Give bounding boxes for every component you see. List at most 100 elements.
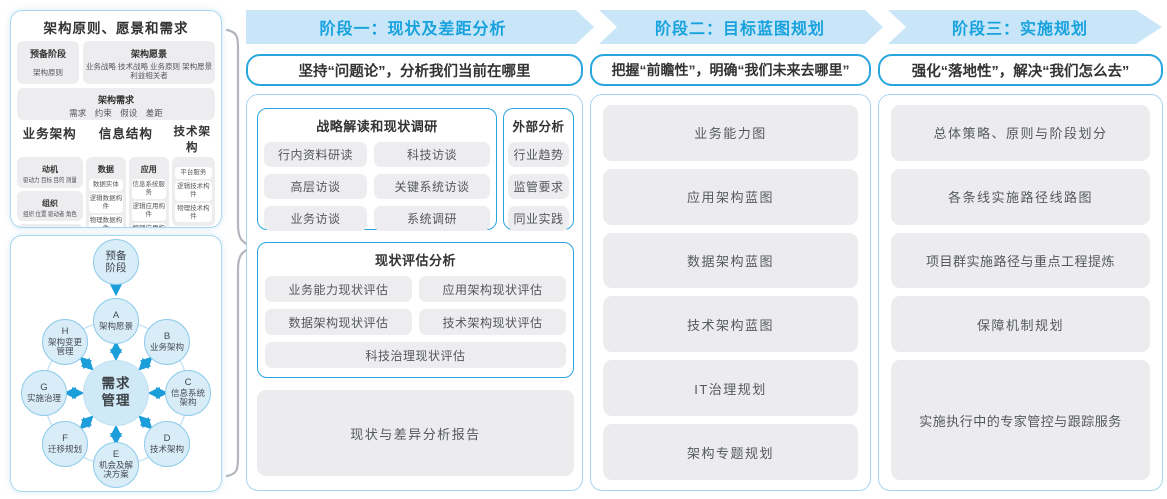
- prep-line1: 预备: [105, 249, 127, 262]
- node-a-architecture-vision: A 架构愿景: [93, 298, 139, 344]
- app-group-box: 应用 信息系统服务 逻辑应用构件 物理应用构件: [128, 157, 169, 227]
- principles-panel-title: 架构原则、愿景和需求: [43, 21, 189, 36]
- node-letter: A: [112, 309, 120, 321]
- vision-box: 架构愿景 业务战略 技术战略 业务原则 架构愿景 利益相关者: [83, 41, 215, 84]
- assessment-box: 现状评估分析 业务能力现状评估 应用架构现状评估 数据架构现状评估 技术架构现状…: [257, 242, 574, 378]
- node-g-implementation-governance: G 实施治理: [21, 370, 67, 416]
- node-name: 实施治理: [26, 392, 61, 403]
- phase2-list: 业务能力图 应用架构蓝图 数据架构蓝图 技术架构蓝图 IT治理规划 架构专题规划: [603, 105, 858, 480]
- business-column: 动机 驱动力 目标 目的 测量 组织 组织 位置 驱动者 角色 功能 服务 流程…: [17, 157, 83, 227]
- node-name: 机会及解决方案: [98, 459, 133, 480]
- motivation-title: 动机: [41, 165, 58, 175]
- architecture-columns: 动机 驱动力 目标 目的 测量 组织 组织 位置 驱动者 角色 功能 服务 流程…: [17, 157, 215, 227]
- data-item: 逻辑数据构件: [88, 193, 123, 213]
- external-item: 监管要求: [508, 174, 569, 199]
- node-letter: F: [62, 432, 68, 444]
- phase2-column: 业务能力图 应用架构蓝图 数据架构蓝图 技术架构蓝图 IT治理规划 架构专题规划: [590, 94, 871, 491]
- vision-items: 业务战略 技术战略 业务原则 架构愿景 利益相关者: [85, 62, 213, 81]
- phase3-column: 总体策略、原则与阶段划分 各条线实施路径线路图 项目群实施路径与重点工程提炼 保…: [878, 94, 1163, 491]
- information-column: 数据 数据实体 逻辑数据构件 物理数据构件 应用 信息系统服务 逻辑应用构件 物…: [85, 157, 169, 227]
- app-item: 物理应用构件: [131, 222, 166, 227]
- principles-panel: 架构原则、愿景和需求 预备阶段 架构原则 架构愿景 业务战略 技术战略 业务原则…: [10, 10, 222, 228]
- external-analysis-title: 外部分析: [512, 120, 565, 134]
- assessment-item: 业务能力现状评估: [265, 276, 412, 302]
- prep-stage-box: 预备阶段 架构原则: [17, 41, 79, 84]
- app-group-title: 应用: [140, 165, 157, 175]
- assessment-item: 应用架构现状评估: [419, 276, 566, 302]
- prep-stage-subtitle: 架构原则: [33, 68, 63, 77]
- node-letter: C: [184, 376, 192, 388]
- information-header: 信息结构: [98, 127, 153, 142]
- assessment-item: 数据架构现状评估: [265, 309, 412, 335]
- node-name: 业务架构: [149, 341, 184, 352]
- survey-grid: 行内资料研读 科技访谈 高层访谈 关键系统访谈 业务访谈 系统调研: [264, 142, 490, 231]
- phase2-banner: 阶段二：目标蓝图规划: [599, 10, 883, 44]
- requirements-box: 架构需求 需求 约束 假设 差距: [17, 87, 215, 121]
- node-letter: G: [40, 381, 48, 393]
- node-name: 架构愿景: [98, 320, 133, 331]
- node-name: 迁移规划: [47, 443, 82, 454]
- phase3-banner: 阶段三：实施规划: [888, 10, 1162, 44]
- node-f-migration-planning: F 迁移规划: [42, 421, 88, 467]
- business-arch-header: 业务架构: [22, 127, 77, 142]
- survey-item: 高层访谈: [264, 174, 367, 199]
- assessment-title: 现状评估分析: [374, 253, 456, 268]
- app-item: 信息系统服务: [131, 179, 166, 199]
- phase3-slogan: 强化“落地性”，解决“我们怎么去”: [878, 54, 1163, 86]
- node-letter: H: [61, 325, 69, 337]
- deliverable-item: 总体策略、原则与阶段划分: [891, 105, 1150, 161]
- gap-report-box: 现状与差异分析报告: [257, 390, 574, 476]
- deliverable-item: 数据架构蓝图: [603, 232, 858, 289]
- deliverable-item: 实施执行中的专家管控与跟踪服务: [891, 360, 1150, 480]
- node-d-technology-architecture: D 技术架构: [144, 421, 190, 467]
- node-letter: B: [163, 330, 171, 342]
- requirements-title: 架构需求: [97, 94, 134, 105]
- tech-item: 物理技术构件: [174, 202, 212, 223]
- architecture-headers: 业务架构 信息结构 技术架构: [17, 123, 215, 155]
- node-name: 信息系统架构: [170, 387, 205, 408]
- tech-item: 平台服务: [174, 167, 212, 180]
- deliverable-item: 业务能力图: [603, 105, 858, 161]
- assessment-item: 技术架构现状评估: [419, 309, 566, 335]
- survey-item: 科技访谈: [374, 142, 490, 167]
- phase1-column: 战略解读和现状调研 行内资料研读 科技访谈 高层访谈 关键系统访谈 业务访谈 系…: [246, 94, 583, 491]
- survey-item: 业务访谈: [264, 206, 367, 231]
- prep-vision-row: 预备阶段 架构原则 架构愿景 业务战略 技术战略 业务原则 架构愿景 利益相关者: [17, 41, 215, 84]
- data-item: 数据实体: [88, 179, 123, 192]
- assessment-grid: 业务能力现状评估 应用架构现状评估 数据架构现状评估 技术架构现状评估 科技治理…: [265, 276, 566, 368]
- technology-header: 技术架构: [173, 126, 211, 155]
- prep-line2: 阶段: [105, 262, 127, 274]
- tech-item: 逻辑技术构件: [174, 181, 212, 201]
- node-name: 架构变更管理: [47, 336, 82, 357]
- requirements-items: 需求 约束 假设 差距: [69, 107, 163, 118]
- organization-title: 组织: [41, 198, 58, 208]
- deliverable-item: 技术架构蓝图: [603, 296, 858, 353]
- survey-box: 战略解读和现状调研 行内资料研读 科技访谈 高层访谈 关键系统访谈 业务访谈 系…: [257, 108, 497, 231]
- motivation-text: 驱动力 目标 目的 测量: [23, 177, 77, 185]
- data-group-box: 数据 数据实体 逻辑数据构件 物理数据构件: [85, 157, 126, 227]
- node-letter: D: [163, 432, 171, 444]
- organization-text: 组织 位置 驱动者 角色: [23, 210, 77, 218]
- node-letter: E: [112, 448, 120, 460]
- node-h-change-management: H 架构变更管理: [42, 319, 88, 365]
- deliverable-item: 架构专题规划: [603, 424, 858, 480]
- external-item: 同业实践: [508, 206, 569, 231]
- deliverable-item: 保障机制规划: [891, 296, 1150, 353]
- center-line1: 需求: [101, 376, 131, 392]
- node-requirements-management: 需求 管理: [83, 360, 149, 426]
- prep-stage-title: 预备阶段: [29, 49, 66, 59]
- technology-column: 平台服务 逻辑技术构件 物理技术构件: [171, 157, 215, 227]
- deliverable-item: 应用架构蓝图: [603, 168, 858, 225]
- external-analysis-box: 外部分析 行业趋势 监管要求 同业实践: [503, 108, 574, 231]
- app-item: 逻辑应用构件: [131, 200, 166, 221]
- deliverable-item: IT治理规划: [603, 360, 858, 417]
- node-name: 技术架构: [149, 443, 184, 454]
- external-list: 行业趋势 监管要求 同业实践: [508, 142, 569, 231]
- node-e-opportunities-solutions: E 机会及解决方案: [93, 442, 139, 488]
- vision-title: 架构愿景: [130, 49, 167, 59]
- phase3-list: 总体策略、原则与阶段划分 各条线实施路径线路图 项目群实施路径与重点工程提炼 保…: [891, 105, 1150, 480]
- survey-title: 战略解读和现状调研: [316, 119, 438, 134]
- adm-cycle-panel: 预备 阶段 A 架构愿景 B 业务架构 C 信息系统架构 D 技术架构 E 机会…: [10, 235, 222, 492]
- survey-item: 行内资料研读: [264, 142, 367, 167]
